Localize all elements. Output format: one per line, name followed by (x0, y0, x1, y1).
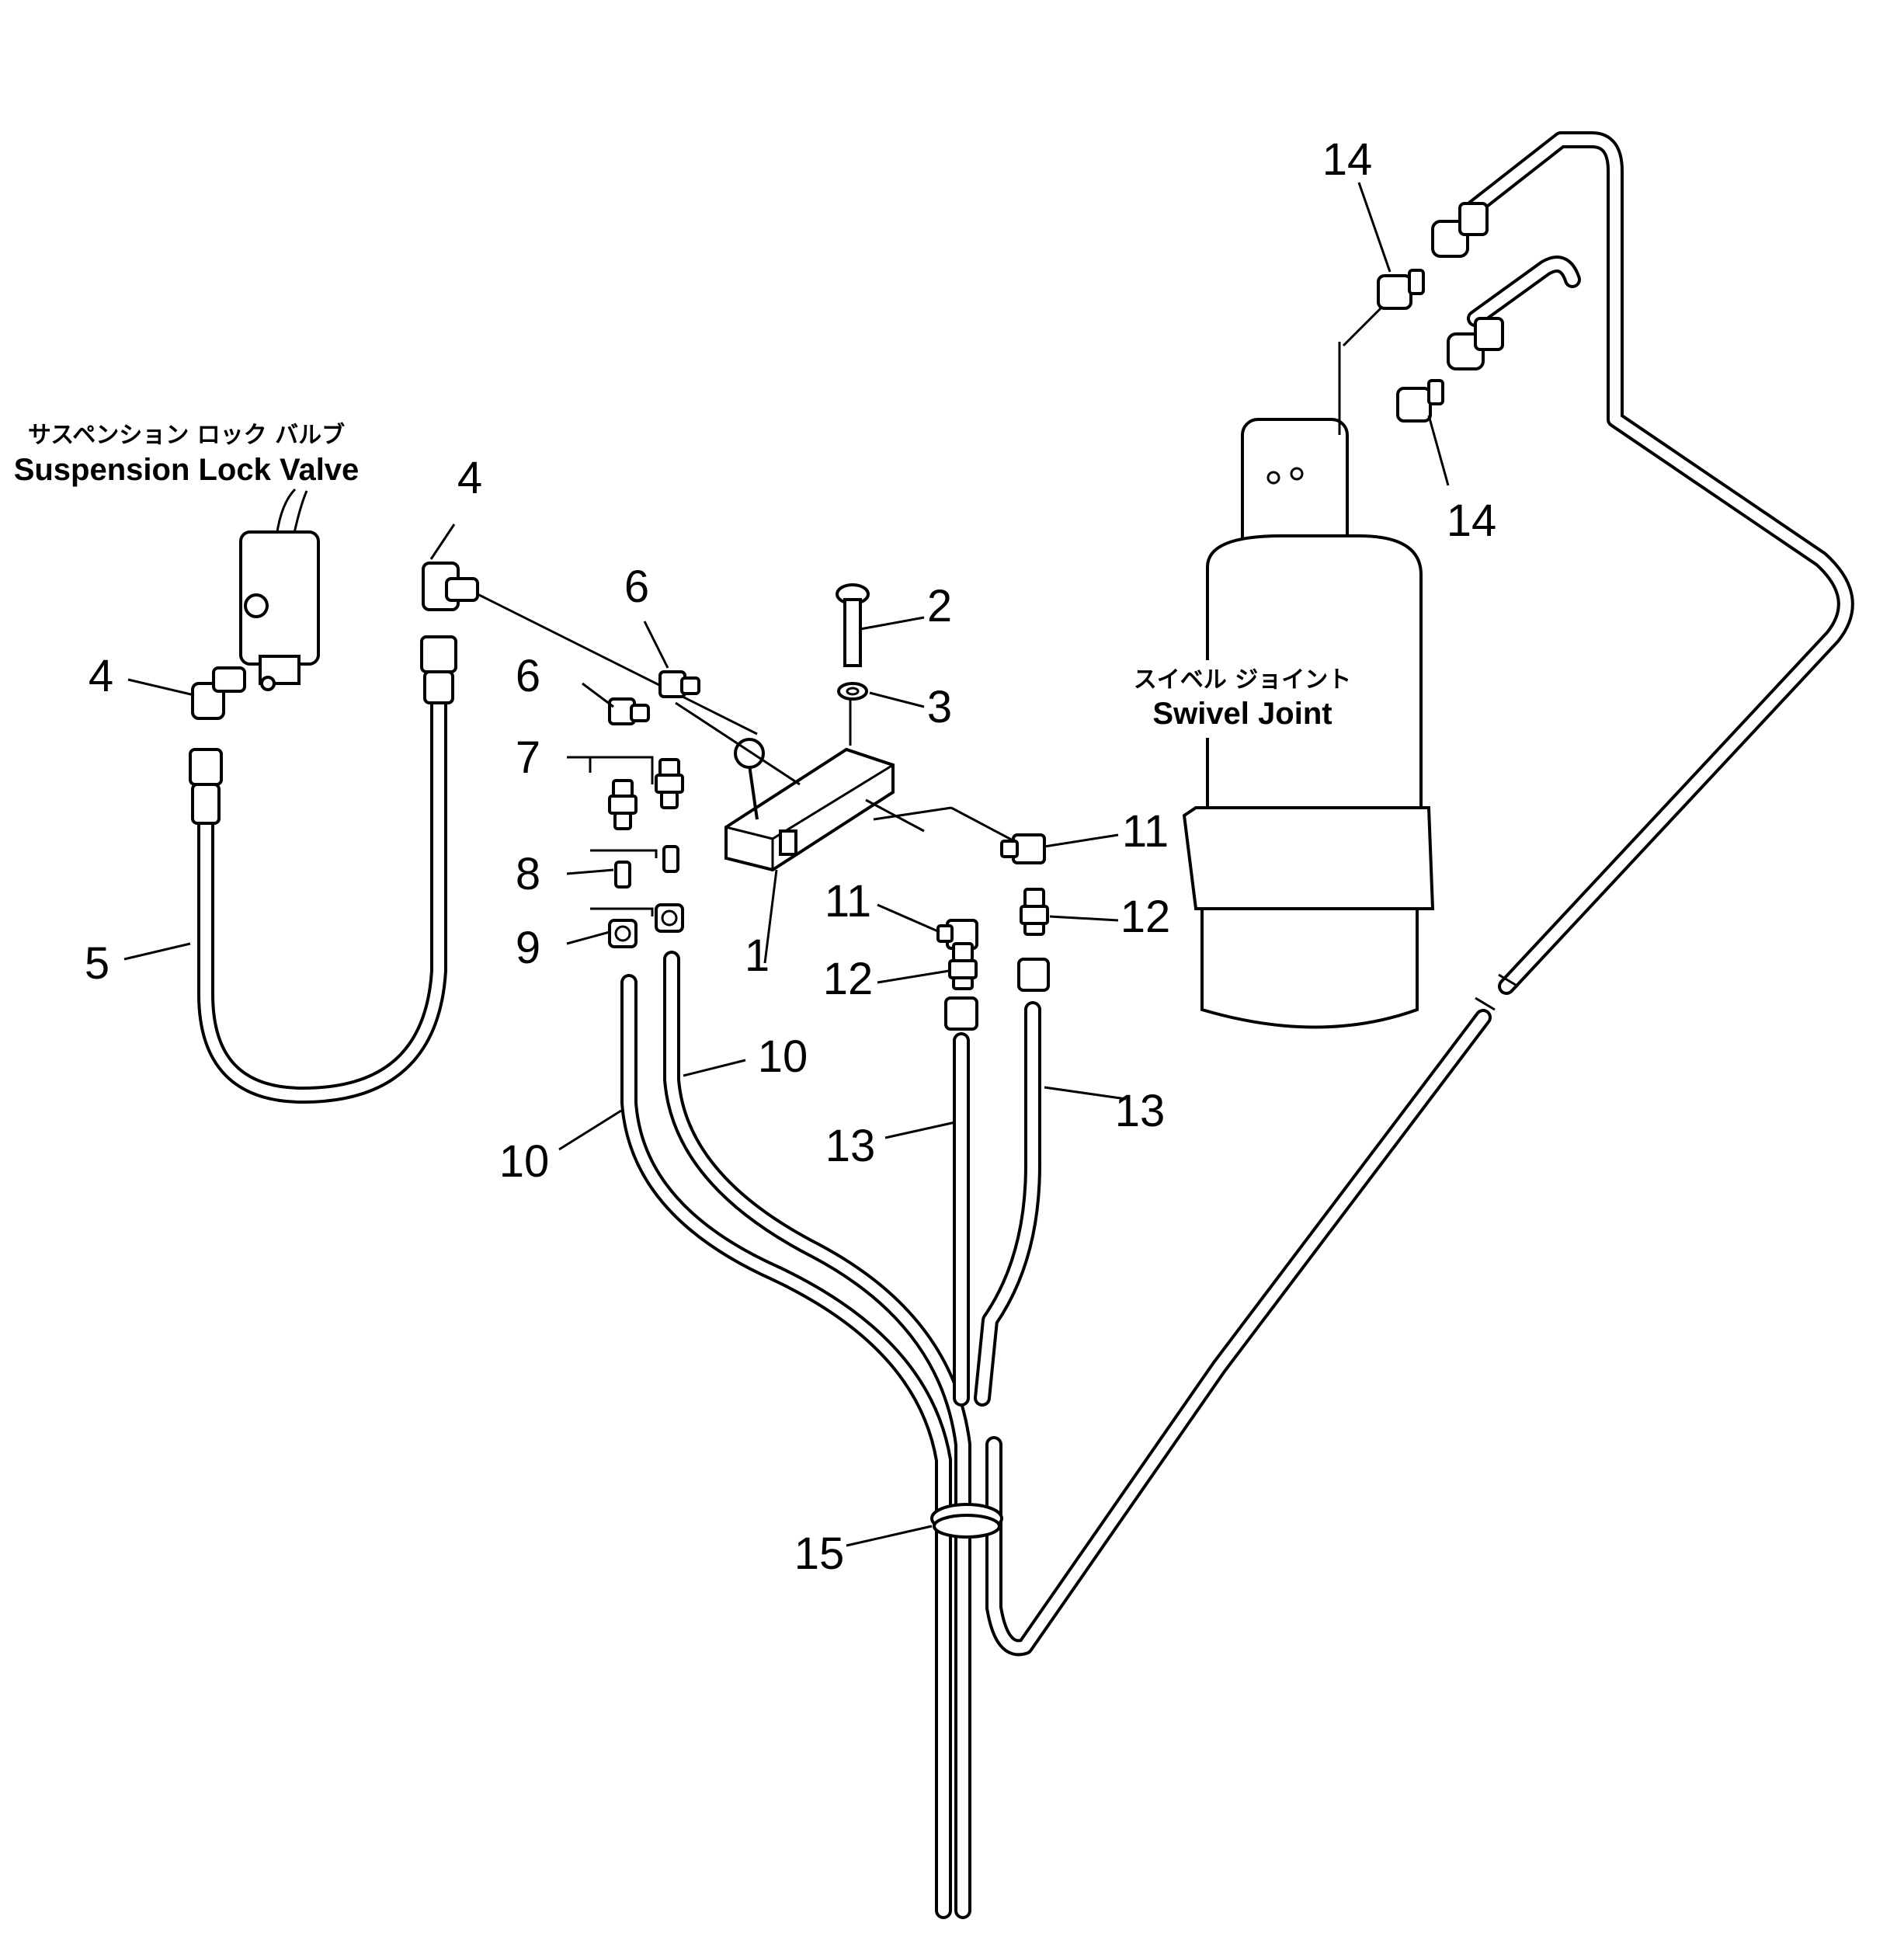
washer-3 (837, 682, 868, 701)
hose-5 (197, 675, 447, 1104)
callout-9: 9 (516, 923, 540, 973)
callout-12-left: 12 (823, 954, 874, 1004)
callout-10-left: 10 (499, 1136, 550, 1187)
callout-13-left: 13 (825, 1121, 876, 1171)
elbow-6-b (608, 697, 650, 725)
callout-14-bottom: 14 (1447, 496, 1497, 546)
nuts-9 (590, 903, 684, 948)
callout-13-right: 13 (1115, 1086, 1166, 1136)
valve-block-1 (675, 699, 1018, 872)
union-12-b (948, 942, 978, 990)
hose-5-fittings (189, 635, 457, 825)
callout-7: 7 (516, 732, 540, 783)
fittings-8 (590, 845, 679, 889)
elbow-4-right (422, 562, 758, 736)
hose-13-fittings (944, 958, 1050, 1031)
callout-1: 1 (745, 930, 770, 981)
leader-lines (123, 182, 1450, 1547)
swivel-joint-en: Swivel Joint (1152, 697, 1332, 731)
elbow-11-b (936, 919, 978, 950)
callout-10-right: 10 (758, 1031, 808, 1082)
bolt-2 (836, 583, 870, 667)
swivel-joint-jp: スイベル ジョイント (1134, 666, 1351, 694)
tube-10-right (663, 951, 971, 1919)
elbow-11-a (1000, 833, 1046, 864)
adapter-14-bottom (1396, 317, 1504, 423)
swivel-joint-body (1182, 305, 1435, 1029)
elbow-4-left (191, 666, 246, 720)
elbow-6-a (658, 670, 700, 698)
suspension-lock-valve-en: Suspension Lock Valve (14, 453, 360, 487)
fittings-7 (589, 756, 684, 830)
callout-11-right: 11 (1122, 806, 1169, 857)
callout-12-right: 12 (1121, 892, 1171, 942)
suspension-lock-valve-jp: サスペンション ロック バルブ (28, 422, 345, 449)
callout-numbers: 1 2 3 4 4 5 6 6 7 8 9 10 10 11 11 12 12 … (85, 134, 1496, 1579)
callout-4-left: 4 (89, 651, 113, 701)
callout-14-top: 14 (1322, 134, 1373, 185)
callout-6-top: 6 (624, 562, 649, 612)
callout-6-left: 6 (516, 651, 540, 701)
callout-15: 15 (794, 1528, 845, 1579)
suspension-lock-valve-caption: サスペンション ロック バルブ Suspension Lock Valve (14, 422, 360, 487)
union-12-a (1020, 888, 1049, 936)
callout-3: 3 (927, 682, 952, 732)
clamp-15 (930, 1503, 1003, 1539)
long-pipe (985, 131, 1854, 1657)
callout-2: 2 (927, 581, 952, 631)
adapter-14-top (1377, 202, 1489, 310)
suspension-lock-valve-body (239, 488, 320, 691)
callout-11-left: 11 (825, 876, 871, 927)
tube-10-left (620, 974, 952, 1919)
swivel-joint-caption: スイベル ジョイント Swivel Joint (1118, 660, 1386, 738)
callout-5: 5 (85, 938, 109, 989)
callout-8: 8 (516, 849, 540, 899)
callout-4-right: 4 (457, 453, 482, 503)
hose-13-right (974, 1001, 1041, 1407)
